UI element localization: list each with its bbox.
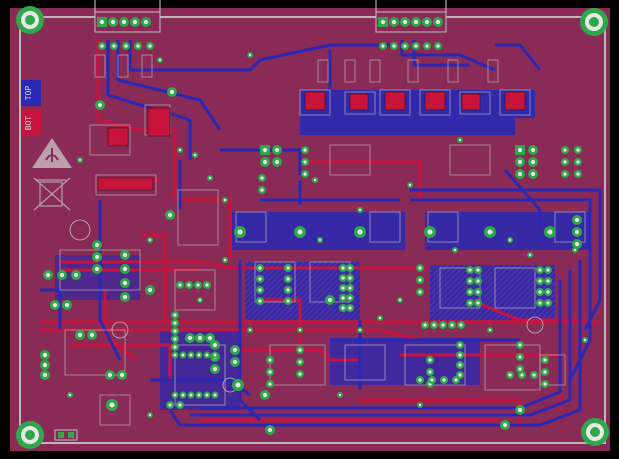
- crossed-bin-icon: [33, 177, 71, 211]
- layer-label-top: TOP: [24, 86, 33, 101]
- header-connector-j2[interactable]: [375, 0, 447, 33]
- mounting-hole-icon: [580, 8, 608, 36]
- layer-badge-top: TOP: [21, 80, 41, 106]
- layer-label-bottom: BOT: [24, 116, 33, 131]
- board-outline: [19, 16, 606, 444]
- component-outlines: [59, 54, 586, 426]
- mounting-hole-bottom-right[interactable]: [581, 418, 609, 446]
- mounting-hole-icon: [581, 418, 609, 446]
- mounting-hole-top-right[interactable]: [580, 8, 608, 36]
- layer-badge-bottom: BOT: [21, 110, 41, 136]
- esd-warning-icon: [32, 138, 72, 168]
- mounting-hole-icon: [16, 421, 44, 449]
- mounting-hole-top-left[interactable]: [16, 6, 44, 34]
- component-pads[interactable]: [40, 17, 588, 435]
- mounting-hole-icon: [16, 6, 44, 34]
- jumper-jp1[interactable]: [54, 429, 78, 441]
- mounting-hole-bottom-left[interactable]: [16, 421, 44, 449]
- header-connector-j1[interactable]: [94, 0, 161, 33]
